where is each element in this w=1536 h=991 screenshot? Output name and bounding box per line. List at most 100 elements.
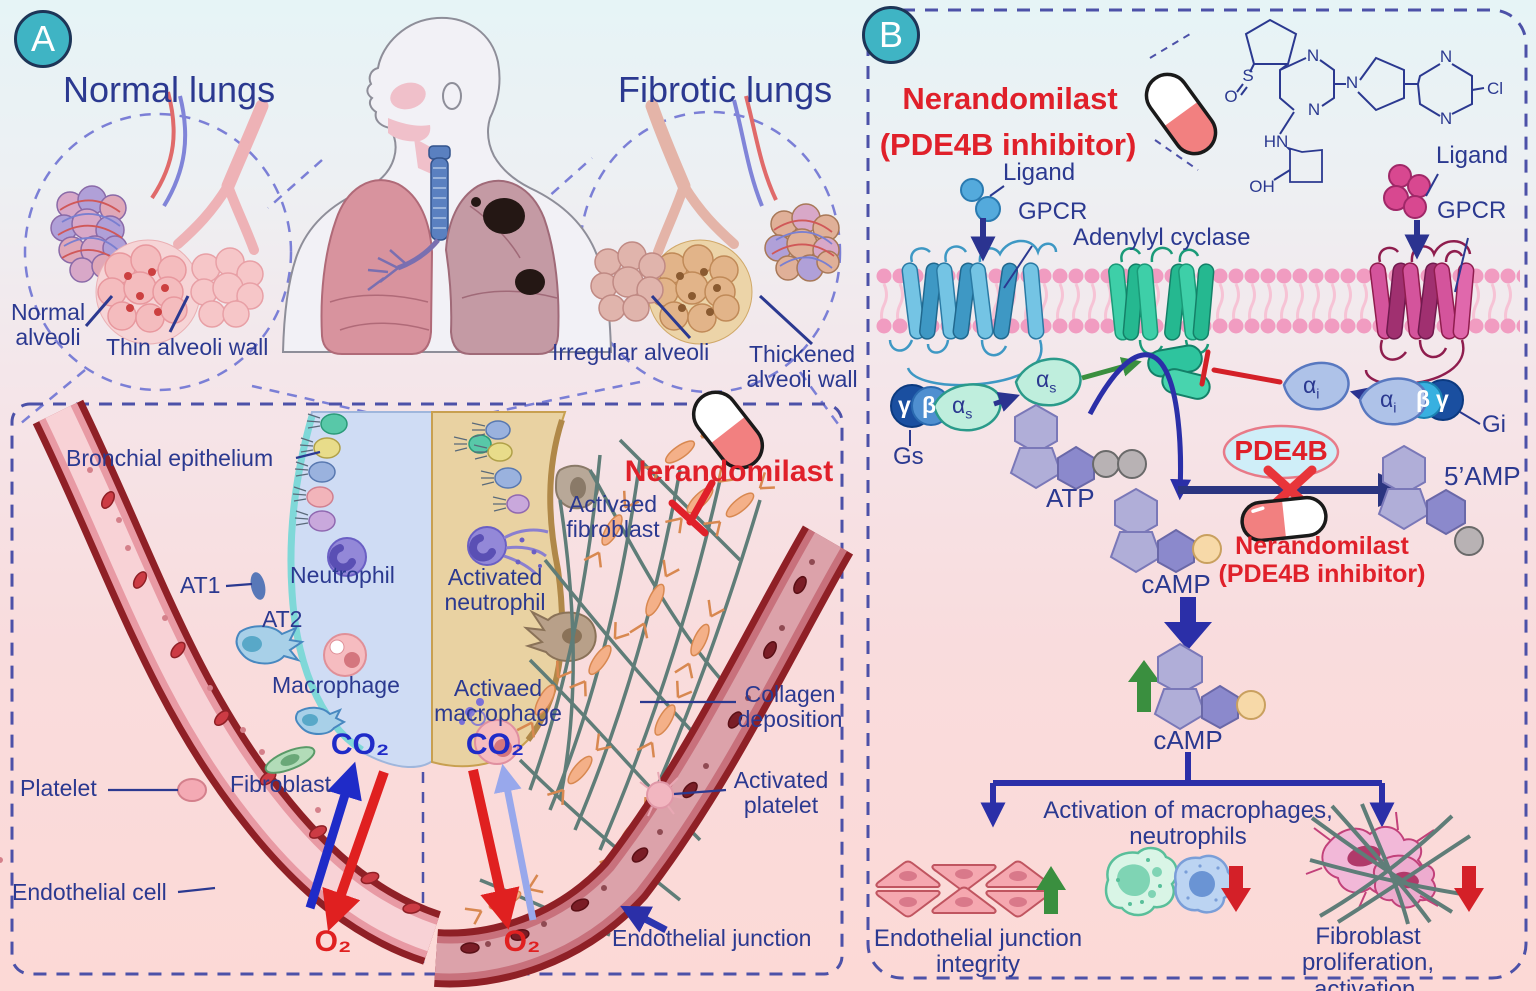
inhibition-tbar-panel-a <box>668 479 716 537</box>
bronchial-epithelium-label: Bronchial epithelium <box>66 445 274 471</box>
platelet-label: Platelet <box>20 775 97 801</box>
endothelial-junction-arrow <box>620 905 668 934</box>
panel-b-badge: B <box>862 6 920 64</box>
cells-down-arrow <box>1221 866 1251 912</box>
co2-label-normal: CO₂ <box>330 728 390 761</box>
atom-n3: N <box>1346 73 1358 92</box>
gray-activated-cells <box>522 464 599 662</box>
panel-a-leaders <box>84 294 814 346</box>
atp-label: ATP <box>1046 483 1095 513</box>
gi-label: Gi <box>1482 411 1506 438</box>
endothelial-integrity-label: Endothelial junction integrity <box>873 925 1083 979</box>
neutrophil-label: Neutrophil <box>290 562 395 588</box>
nerandomilast-label-a: Nerandomilast <box>624 455 834 488</box>
ligand-left-label: Ligand <box>1003 159 1076 186</box>
atom-n5: N <box>1440 109 1452 128</box>
fibrotic-alveolus-illustration <box>431 411 599 768</box>
pde4b-label: PDE4B <box>1234 435 1328 466</box>
fibrotic-vessel-illustration <box>434 525 854 988</box>
panel-b-box <box>866 8 1528 980</box>
panel-a-badge: A <box>14 10 72 68</box>
activated-neutrophil-cell <box>467 526 549 576</box>
normal-alveoli-inset <box>50 91 269 345</box>
gpcr-left-label: GPCR <box>1018 198 1088 225</box>
camp-up-arrow <box>1128 660 1160 712</box>
nerandomilast-structure <box>1236 18 1485 183</box>
o2-label-normal: O₂ <box>314 925 352 958</box>
endothelial-cell-label: Endothelial cell <box>12 879 167 905</box>
alpha-i-free-label: αi <box>1303 372 1320 403</box>
human-body-illustration <box>281 16 613 355</box>
co2-label-fibrotic: CO₂ <box>465 728 525 761</box>
activated-fibroblast-label: Activaed fibroblast <box>566 491 660 543</box>
atp-molecule <box>1009 403 1147 491</box>
atom-oh: OH <box>1249 177 1275 196</box>
beta-s-label: β <box>922 392 937 418</box>
camp-increase-arrow <box>1164 597 1212 650</box>
collagen-deposition-label: Collagen deposition <box>737 681 843 733</box>
vessel-panel-leaders <box>108 450 736 894</box>
irregular-alveoli-label: Irregular alveoli <box>552 339 710 365</box>
beta-i-label: β <box>1416 386 1431 412</box>
atom-n1: N <box>1307 46 1319 65</box>
drug-title-line2: (PDE4B inhibitor) <box>879 127 1137 162</box>
thickened-alveoli-wall-label: Thickened alveoli wall <box>746 341 858 393</box>
alpha-i-free <box>1282 361 1350 411</box>
gpcr-right <box>1364 240 1476 386</box>
five-amp-label: 5’AMP <box>1444 461 1521 491</box>
fibrotic-alveoli-inset <box>590 95 840 345</box>
fibrotic-gas-arrows <box>468 763 537 930</box>
fibroblast-label: Fibroblast <box>230 771 331 797</box>
gi-trimer <box>1358 377 1464 426</box>
thin-alveoli-wall-label: Thin alveoli wall <box>106 334 269 360</box>
activated-macrophage-label: Activaed macrophage <box>434 675 562 727</box>
structure-atom-labels: O S N N HN OH N N N Cl <box>1224 46 1503 196</box>
fibroblast-down-arrow <box>1454 866 1484 912</box>
alpha-s-free-label: αs <box>1036 366 1057 397</box>
zoom-connector-lines <box>19 157 840 426</box>
macrophage-label: Macrophage <box>272 672 400 698</box>
atom-n2: N <box>1308 100 1320 119</box>
normal-gas-arrows <box>305 761 389 932</box>
adenylyl-cyclase-label: Adenylyl cyclase <box>1073 224 1251 251</box>
endothelial-junction-label: Endothelial junction <box>612 925 812 951</box>
alpha-s-trimer-label: αs <box>952 392 973 423</box>
five-amp-molecule <box>1377 444 1484 556</box>
pill-structure-connectors <box>1149 33 1199 171</box>
drug-title-line1: Nerandomilast <box>902 81 1118 116</box>
normal-vessel-illustration <box>0 399 442 965</box>
activated-platelet-cell <box>639 771 684 817</box>
normal-alveolus-illustration <box>235 411 437 774</box>
camp-molecule-1 <box>1109 487 1222 574</box>
pill-icon-panel-a <box>691 390 765 470</box>
at2-label: AT2 <box>262 606 303 632</box>
gs-trimer <box>890 383 1002 432</box>
ligand-right-label: Ligand <box>1436 142 1509 169</box>
at1-label: AT1 <box>180 572 221 598</box>
atom-n4: N <box>1440 47 1452 66</box>
gamma-i-label: γ <box>1436 386 1449 412</box>
drug-mid-line1: Nerandomilast <box>1235 532 1409 560</box>
fibrotic-lungs-title: Fibrotic lungs <box>618 69 833 110</box>
ligand-right-icon <box>1383 164 1431 219</box>
activated-neutrophil-label: Activated neutrophil <box>444 564 546 616</box>
at2-cell-2 <box>294 706 347 735</box>
activated-platelet-label: Activated platelet <box>733 767 829 819</box>
panel-b-leaders <box>909 173 1481 446</box>
macrophage-cell-icon <box>1104 846 1179 917</box>
camp-label-2: cAMP <box>1153 725 1223 755</box>
gs-label: Gs <box>893 443 924 470</box>
alpha-i-inhibition <box>1199 349 1283 387</box>
gs-release-arrow <box>993 391 1020 412</box>
normal-lungs-title: Normal lungs <box>63 69 276 110</box>
fibroblast-cells-icon <box>1305 803 1472 925</box>
left-zoom-circle <box>23 112 293 392</box>
ligand-left-icon <box>960 178 1001 222</box>
vessel-panel-box <box>10 402 844 976</box>
atom-hn: HN <box>1264 132 1289 151</box>
o2-label-fibrotic: O₂ <box>503 925 541 958</box>
gpcr-right-label: GPCR <box>1437 197 1507 224</box>
outcome-branch-line <box>993 752 1382 786</box>
drug-mid-line2: (PDE4B inhibitor) <box>1218 560 1426 588</box>
endothelial-cells-icon <box>875 860 1051 918</box>
